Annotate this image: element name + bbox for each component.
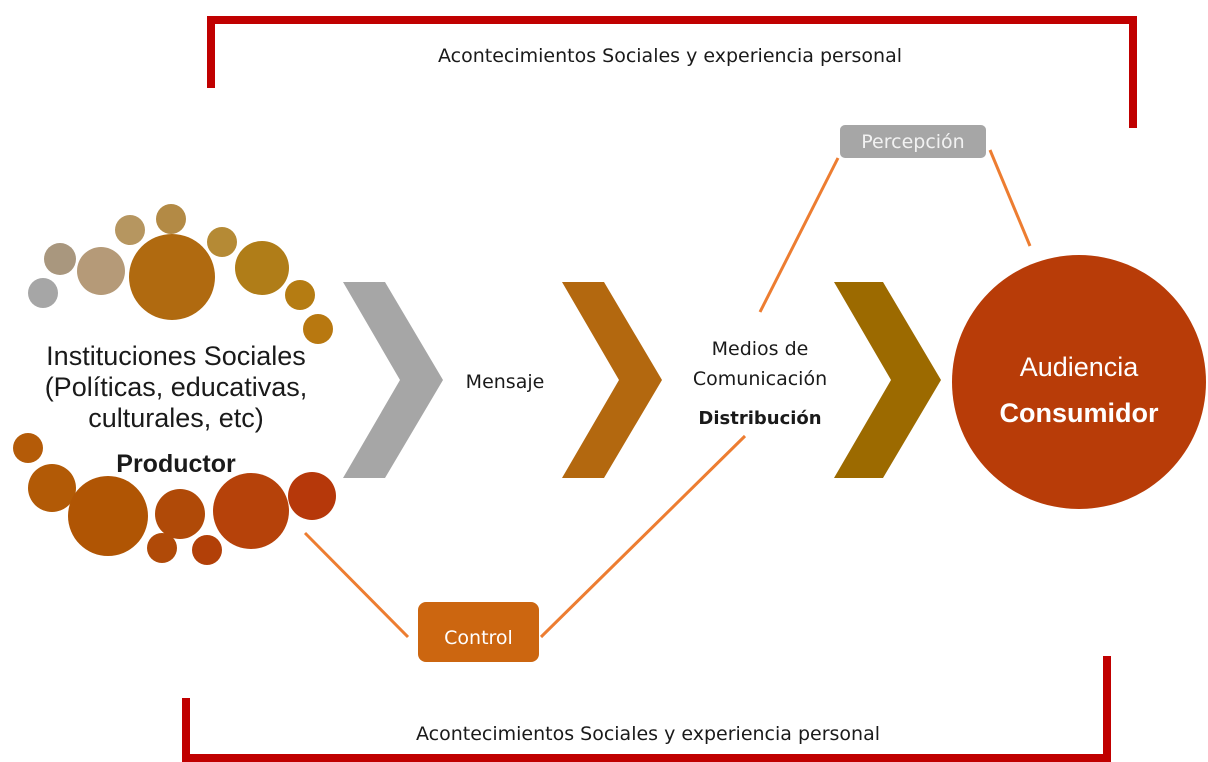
connector-perception-to-audience	[988, 149, 1032, 247]
connector-control-to-media	[539, 434, 747, 639]
chevron-gray	[343, 282, 443, 478]
producer-line-2: (Políticas, educativas,	[44, 372, 308, 402]
connector-producer-to-control	[303, 531, 410, 639]
bottom-context-label: Acontecimientos Sociales y experiencia p…	[415, 723, 881, 745]
producer-bubbles-bottom	[13, 433, 336, 565]
perception-box	[840, 125, 986, 158]
control-label: Control	[444, 627, 513, 649]
audience-role: Consumidor	[999, 398, 1159, 428]
producer-role: Productor	[116, 450, 236, 478]
chevron-orange	[562, 282, 662, 478]
producer-bubbles-top	[28, 204, 333, 344]
top-context-label: Acontecimientos Sociales y experiencia p…	[437, 45, 903, 67]
audience-circle	[952, 255, 1206, 509]
perception-label: Percepción	[861, 131, 965, 153]
producer-line-1: Instituciones Sociales	[46, 341, 306, 371]
media-line-1: Medios de	[711, 338, 809, 360]
chevron-olive	[834, 282, 941, 478]
producer-line-3: culturales, etc)	[88, 403, 264, 433]
top-context-bracket	[207, 16, 1137, 128]
control-box	[418, 602, 539, 662]
media-line-2: Comunicación	[692, 368, 828, 390]
media-role: Distribución	[698, 408, 822, 429]
connector-media-to-perception	[758, 157, 840, 313]
audience-label: Audiencia	[1019, 352, 1139, 382]
bottom-context-bracket	[182, 656, 1111, 762]
message-label: Mensaje	[465, 371, 545, 393]
